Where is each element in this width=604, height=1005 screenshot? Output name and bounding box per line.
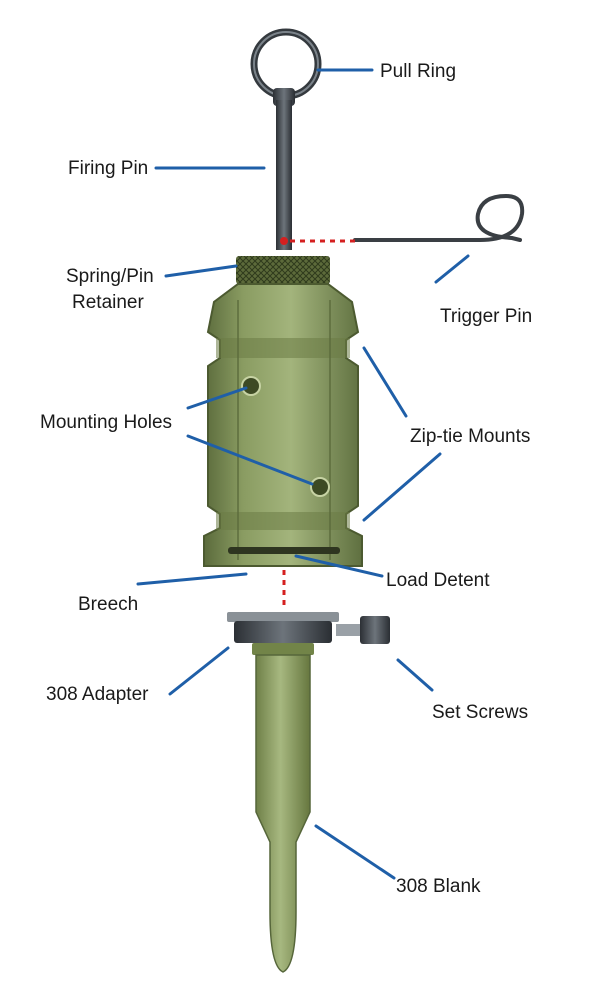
label-breech: Breech xyxy=(78,594,138,615)
leader-breech xyxy=(136,572,248,586)
trigger-pin xyxy=(290,193,525,243)
leader-spring-retainer xyxy=(164,264,238,278)
label-zip-tie-mounts: Zip-tie Mounts xyxy=(410,426,530,447)
label-mounting-holes: Mounting Holes xyxy=(40,412,172,433)
leader-lines xyxy=(136,68,470,880)
leader-308-adapter xyxy=(168,646,230,696)
leader-load-detent xyxy=(294,554,384,578)
leader-zip-tie-lower xyxy=(362,452,442,522)
label-308-blank: 308 Blank xyxy=(396,876,481,897)
pull-ring xyxy=(250,28,322,100)
leader-308-blank xyxy=(314,824,396,880)
spring-pin-retainer xyxy=(236,256,330,284)
leader-set-screws xyxy=(396,658,434,692)
leader-trigger-pin xyxy=(434,254,470,284)
blank-308 xyxy=(252,643,314,973)
label-firing-pin: Firing Pin xyxy=(68,158,148,179)
adapter-308 xyxy=(227,612,390,644)
mounting-hole-lower xyxy=(310,477,330,497)
label-308-adapter: 308 Adapter xyxy=(46,684,149,705)
label-spring-pin-retainer-line1: Spring/Pin xyxy=(66,266,154,287)
firing-pin xyxy=(273,88,295,250)
label-pull-ring: Pull Ring xyxy=(380,61,456,82)
leader-zip-tie-upper xyxy=(362,346,408,418)
leader-mounting-hole-1 xyxy=(186,386,248,410)
label-load-detent: Load Detent xyxy=(386,570,490,591)
leader-mounting-hole-2 xyxy=(186,434,314,486)
label-trigger-pin: Trigger Pin xyxy=(440,306,532,327)
breech-body xyxy=(203,283,363,567)
mounting-hole-upper xyxy=(241,376,261,396)
label-spring-pin-retainer-line2: Retainer xyxy=(72,292,144,313)
label-set-screws: Set Screws xyxy=(432,702,528,723)
